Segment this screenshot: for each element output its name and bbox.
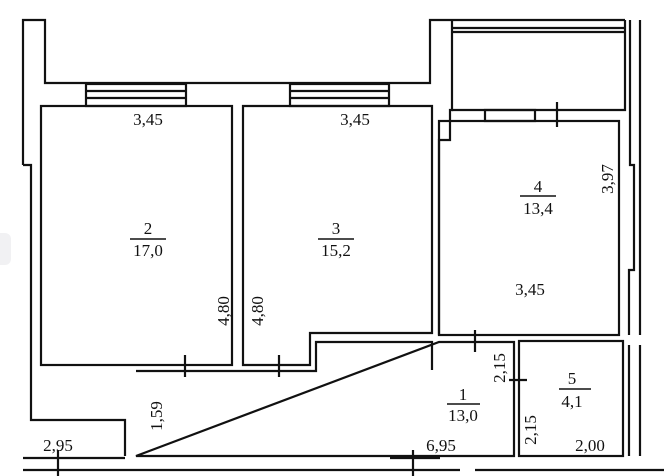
dim-room4-width: 3,45: [515, 280, 545, 299]
dim-room3-width: 3,45: [340, 110, 370, 129]
room-3-number: 3: [332, 219, 341, 238]
window-panes: [290, 89, 389, 100]
room-4-number: 4: [534, 177, 543, 196]
dim-room4-length: 3,97: [598, 164, 617, 194]
outer-wall-left: [23, 163, 127, 456]
room-2-area: 17,0: [133, 241, 163, 260]
room-1-area: 13,0: [448, 406, 478, 425]
dim-room3-length: 4,80: [248, 296, 267, 326]
dim-room2-width: 3,45: [133, 110, 163, 129]
dim-room5-lower: 2,15: [521, 415, 540, 445]
dim-room2-length: 4,80: [214, 296, 233, 326]
dim-room5-width: 2,00: [575, 436, 605, 455]
dim-corridor-height: 1,59: [147, 401, 166, 431]
window: [288, 82, 391, 108]
outer-wall: [21, 18, 625, 165]
room-3: [241, 104, 434, 367]
dim-left-width: 2,95: [43, 436, 73, 455]
room-5-area: 4,1: [561, 392, 582, 411]
window-panes: [86, 89, 186, 100]
room-1: [135, 340, 516, 458]
right-wall: [627, 20, 642, 456]
balcony-wall: [437, 20, 454, 335]
room-2-number: 2: [144, 219, 153, 238]
dim-corridor-width: 6,95: [426, 436, 456, 455]
room-1-number: 1: [459, 385, 468, 404]
side-tab: [0, 233, 11, 265]
room-5: [517, 339, 625, 458]
dim-room5-upper: 2,15: [490, 353, 509, 383]
bottom-wall: [23, 456, 664, 472]
window: [483, 108, 537, 123]
room-4-area: 13,4: [523, 199, 553, 218]
room-2: [39, 104, 234, 367]
balcony: [452, 20, 627, 112]
room-5-number: 5: [568, 369, 577, 388]
room-3-area: 15,2: [321, 241, 351, 260]
window: [84, 82, 188, 108]
door-ticks: [56, 330, 527, 476]
room-4: [437, 119, 621, 337]
